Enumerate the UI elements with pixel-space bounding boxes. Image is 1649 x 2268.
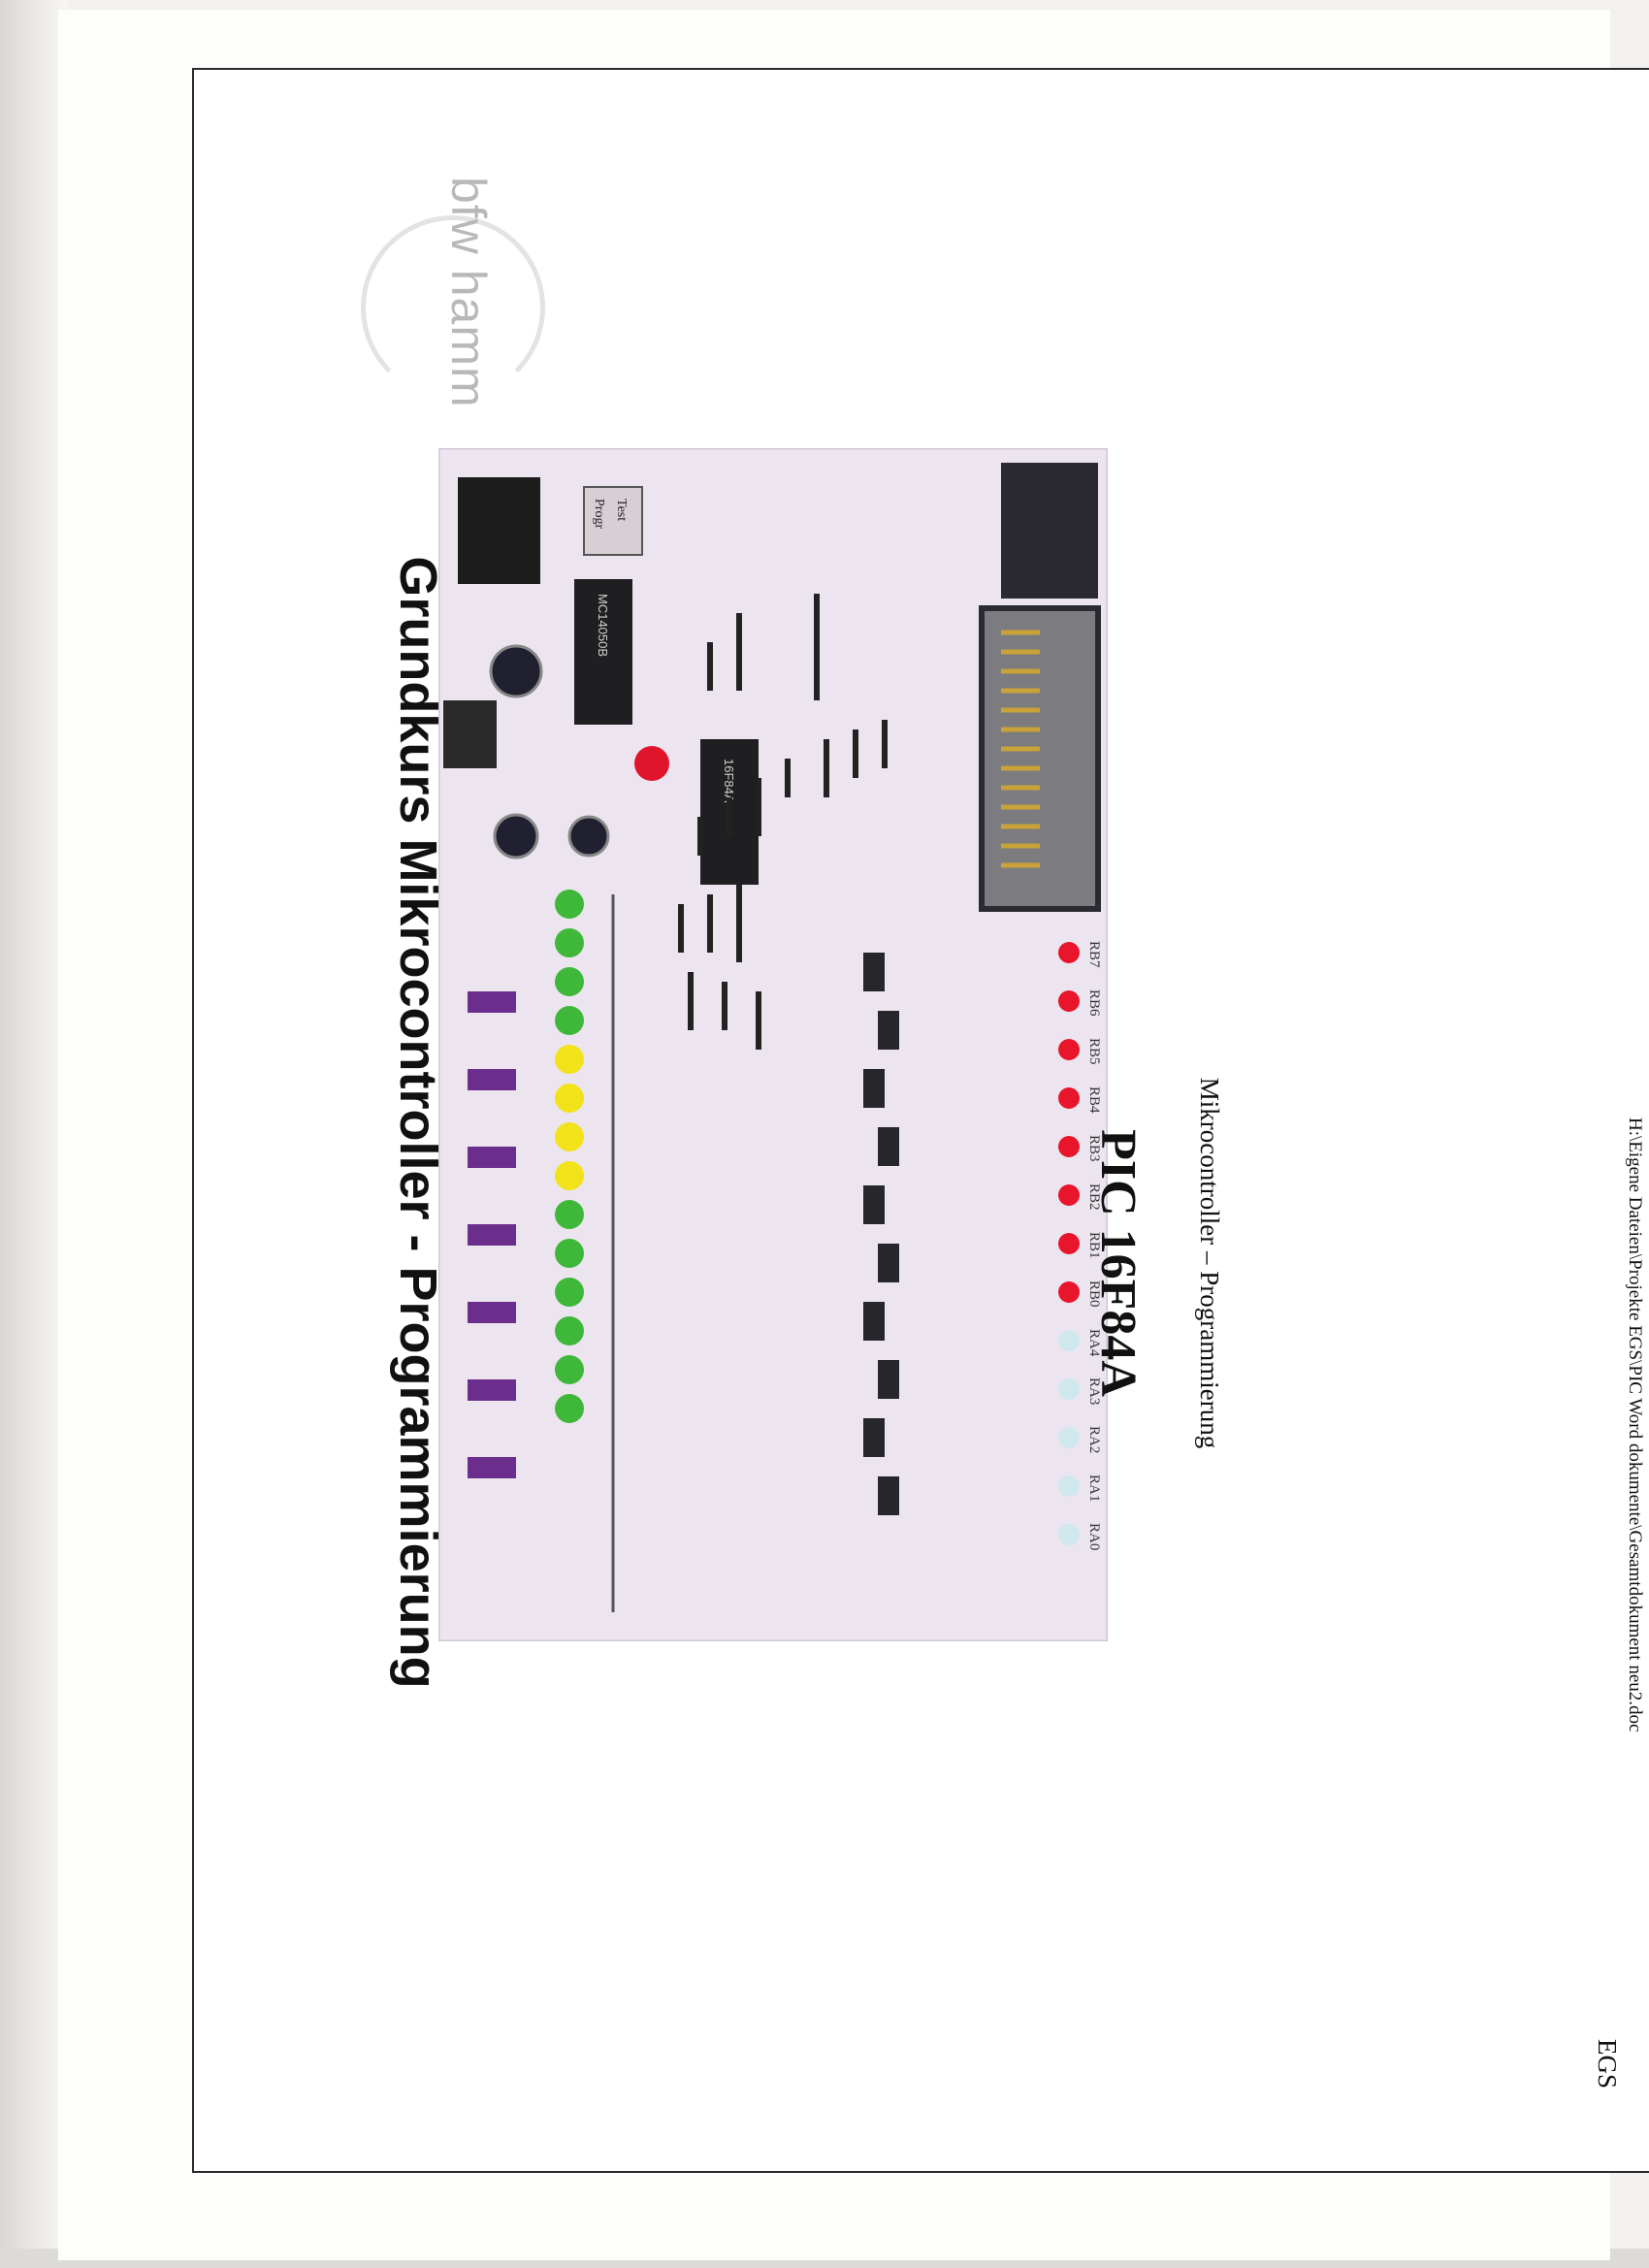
pcb-photo: Test Progr MC14050B 16F84A (436, 446, 1110, 1643)
port-leds (1058, 942, 1080, 1545)
landscape-content: bfw hamm Grundkurs Mikrocontroller - Pro… (194, 70, 1649, 2175)
voltage-regulator (443, 700, 497, 768)
capacitor-2 (493, 813, 539, 859)
chip-label-1: MC14050B (596, 594, 610, 657)
document-tagline: Mikrocontroller – Programmierung (1195, 1077, 1224, 1449)
pin-headers (863, 953, 899, 1515)
db25-connector (979, 605, 1101, 912)
switch-label-progr: Progr (592, 499, 606, 529)
port-label-rb5: RB5 (1086, 1038, 1102, 1065)
jumper-wires (678, 594, 888, 1050)
port-label-rb2: RB2 (1086, 1183, 1102, 1211)
port-label-ra3: RA3 (1086, 1377, 1102, 1405)
port-label-rb7: RB7 (1086, 941, 1102, 968)
port-label-rb0: RB0 (1086, 1280, 1102, 1308)
port-label-ra4: RA4 (1086, 1329, 1102, 1357)
port-label-rb1: RB1 (1086, 1232, 1102, 1259)
port-label-rb3: RB3 (1086, 1135, 1102, 1162)
footer-file-path: H:\Eigene Dateien\Projekte EGS\PIC Word … (1625, 1118, 1645, 1733)
logo-text: bfw hamm (441, 177, 496, 408)
db25-pins (1001, 630, 1040, 868)
port-label-ra1: RA1 (1086, 1474, 1102, 1502)
power-led (634, 746, 669, 781)
port-label-rb4: RB4 (1086, 1086, 1102, 1114)
ic-mc14050 (574, 579, 632, 725)
pcb-board (438, 448, 1108, 1641)
chip-label-2: 16F84A (722, 759, 736, 803)
capacitor-1 (489, 644, 543, 698)
switch-label-test: Test (614, 499, 629, 521)
document-title: Grundkurs Mikrocontroller - Programmieru… (389, 556, 447, 1689)
port-label-rb6: RB6 (1086, 989, 1102, 1017)
db9-connector (1001, 463, 1098, 599)
chip-model-title: PIC 16F84A (1090, 1129, 1146, 1397)
scan-page-edge (0, 0, 68, 2268)
page-frame: bfw hamm Grundkurs Mikrocontroller - Pro… (192, 68, 1649, 2173)
port-label-ra2: RA2 (1086, 1426, 1102, 1453)
toggle-switch (583, 486, 643, 556)
footer-organization: EGS (1593, 2039, 1622, 2090)
capacitor-3 (567, 815, 610, 858)
power-jack (458, 477, 540, 584)
led-row (555, 890, 584, 1423)
document-sheet: bfw hamm Grundkurs Mikrocontroller - Pro… (58, 10, 1649, 2260)
purple-jumpers (468, 991, 516, 1478)
port-label-ra0: RA0 (1086, 1523, 1102, 1550)
